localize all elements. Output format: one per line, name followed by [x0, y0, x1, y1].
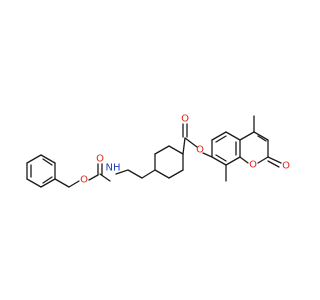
coumarin-benzene-ring [211, 131, 241, 166]
atom-o-coumarin-ring: O [249, 160, 257, 171]
atom-nh: NH [106, 163, 121, 174]
pyranone-ring [239, 131, 269, 164]
atom-o-ester-carbonyl: O [181, 114, 189, 125]
cyclohexane-ring [127, 145, 184, 179]
lactone-carbonyl [267, 156, 282, 168]
ester-group [182, 123, 213, 158]
phenyl-ring [26, 154, 56, 188]
carbamate-linker [54, 163, 129, 188]
atom-o-lactone: O [282, 161, 290, 172]
atom-o-ester: O [196, 145, 204, 156]
atom-o-carbamate-carbonyl: O [96, 154, 104, 165]
chemical-structure: O O NH O O O O [26, 114, 290, 188]
atom-o-benzyl-ether: O [80, 175, 88, 186]
